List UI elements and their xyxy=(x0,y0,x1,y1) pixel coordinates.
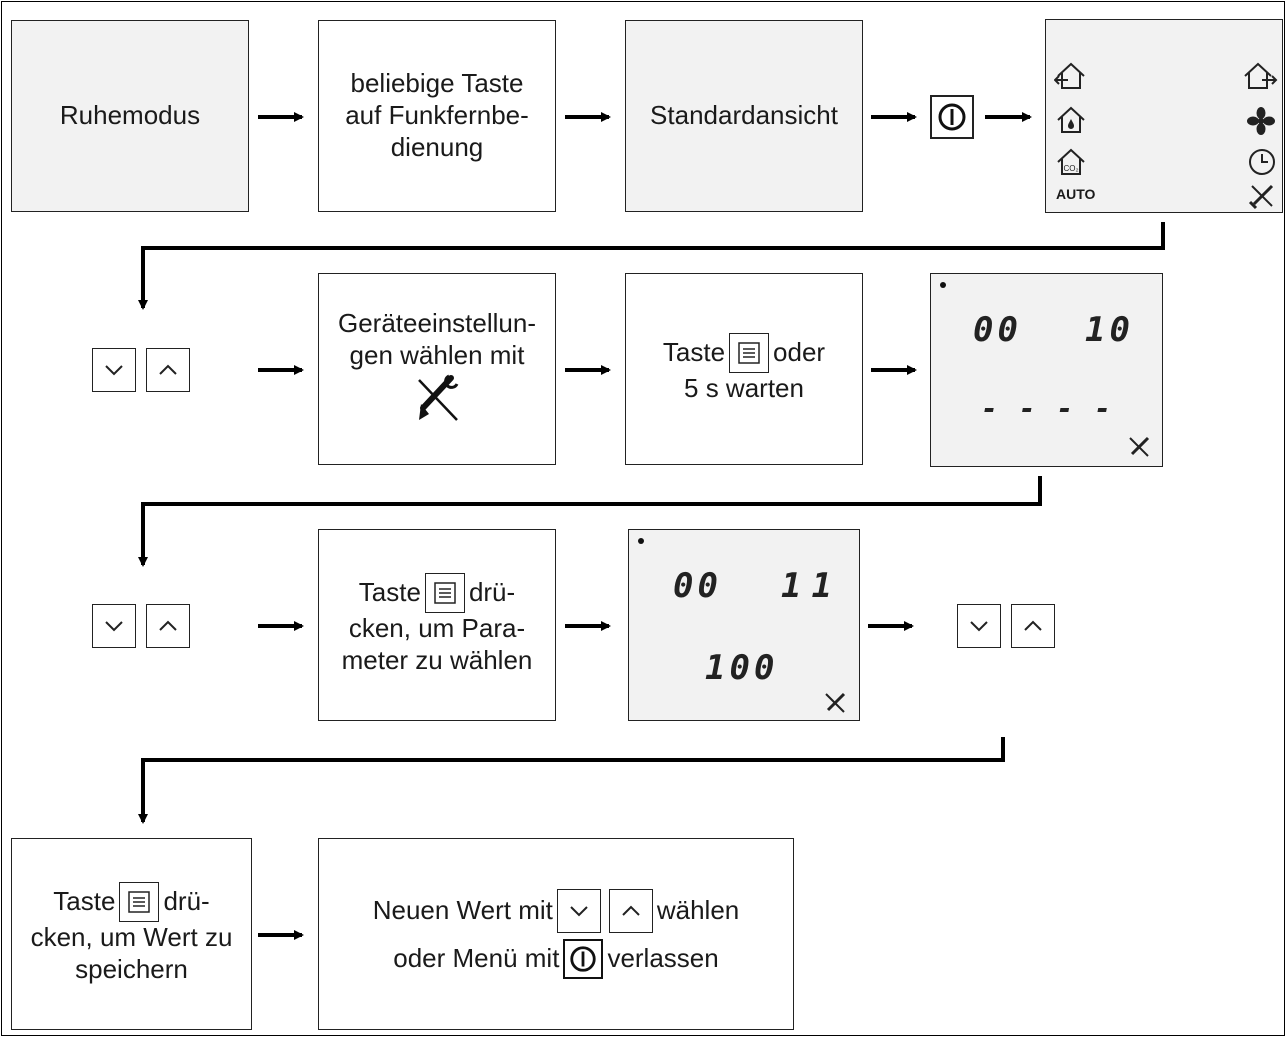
step-text: drü- xyxy=(468,577,516,608)
svg-text:CO₂: CO₂ xyxy=(1063,164,1078,173)
step-text: Neuen Wert mit xyxy=(372,895,553,926)
step-text: oder xyxy=(773,337,826,368)
house-supply-air-icon xyxy=(1054,62,1085,89)
step-line: dienung xyxy=(390,131,484,162)
indicator-dot xyxy=(638,538,644,544)
lcd-value: 100 xyxy=(705,648,779,688)
indicator-dot xyxy=(940,282,946,288)
down-button[interactable] xyxy=(92,348,136,392)
lcd-display-2: 00 11 100 xyxy=(628,529,860,721)
power-button[interactable] xyxy=(930,95,974,139)
menu-button[interactable] xyxy=(424,573,465,614)
step-line: cken, um Para- xyxy=(348,613,526,644)
chevron-up-icon xyxy=(622,905,640,916)
step-standardansicht: Standardansicht xyxy=(625,20,863,212)
power-button-icon xyxy=(938,103,966,131)
wrench-screwdriver-icon xyxy=(1248,184,1274,210)
wrench-screwdriver-icon xyxy=(825,692,846,713)
step-line: beliebige Taste xyxy=(350,68,524,99)
lcd-value: 00 xyxy=(973,310,1022,350)
chevron-down-icon xyxy=(105,365,123,376)
power-button-icon xyxy=(570,946,597,972)
step-taste-speichern: Taste drü- cken, um Wert zu speichern xyxy=(11,838,252,1030)
step-line: Geräteeinstellun- xyxy=(338,308,536,339)
step-taste-fernbedienung: beliebige Taste auf Funkfernbe- dienung xyxy=(318,20,556,212)
step-line: 5 s warten xyxy=(684,373,804,404)
house-humidity-icon xyxy=(1057,106,1085,133)
chevron-up-icon xyxy=(1024,620,1042,631)
menu-button[interactable] xyxy=(119,882,160,923)
house-exhaust-air-icon xyxy=(1244,62,1278,89)
up-button[interactable] xyxy=(1011,604,1055,648)
connector-3 xyxy=(138,737,1005,824)
menu-button-icon xyxy=(128,891,151,914)
step-standardansicht-label: Standardansicht xyxy=(650,100,838,131)
home-screen-display: CO₂ AUTO xyxy=(1045,19,1283,213)
house-co2-icon: CO₂ xyxy=(1057,148,1085,175)
step-text: drü- xyxy=(163,886,210,917)
chevron-down-icon xyxy=(970,621,988,632)
chevron-down-icon xyxy=(105,621,123,632)
menu-button-icon xyxy=(738,342,760,364)
step-line: gen wählen mit xyxy=(349,340,525,370)
step-text: verlassen xyxy=(607,943,719,974)
lcd-value: 10 xyxy=(1085,310,1134,350)
step-taste-parameter: Taste drü- cken, um Para- meter zu wähle… xyxy=(318,529,556,721)
down-button[interactable] xyxy=(92,604,136,648)
step-line: meter zu wählen xyxy=(341,645,533,675)
up-button[interactable] xyxy=(146,348,190,392)
connector-1 xyxy=(138,222,1165,310)
chevron-up-icon xyxy=(159,364,177,375)
step-text: wählen xyxy=(656,895,740,926)
clock-icon xyxy=(1249,149,1275,175)
wrench-screwdriver-icon xyxy=(1129,436,1150,457)
fan-icon xyxy=(1247,107,1275,135)
step-ruhemodus-label: Ruhemodus xyxy=(59,100,201,131)
chevron-up-icon xyxy=(159,620,177,631)
connector-2 xyxy=(138,476,1042,567)
step-text: Taste xyxy=(53,886,116,917)
step-text: Taste xyxy=(662,337,726,368)
step-text: Taste xyxy=(358,577,421,608)
down-button[interactable] xyxy=(957,604,1001,648)
step-line: cken, um Wert zu xyxy=(30,922,233,953)
chevron-down-icon xyxy=(570,906,588,917)
step-neuer-wert: Neuen Wert mit wählen oder Menü mit verl… xyxy=(318,838,794,1030)
up-button[interactable] xyxy=(608,889,653,933)
lcd-display-1: 00 10 - - - - xyxy=(930,273,1163,467)
step-ruhemodus: Ruhemodus xyxy=(11,20,249,212)
lcd-value: 11 xyxy=(781,566,842,606)
wrench-screwdriver-icon xyxy=(418,374,459,421)
up-button[interactable] xyxy=(146,604,190,648)
lcd-value: 00 xyxy=(673,566,722,606)
step-taste-warten: Taste oder 5 s warten xyxy=(625,273,863,465)
step-geraeteeinstellungen: Geräteeinstellun- gen wählen mit xyxy=(318,273,556,465)
lcd-value: - - - - xyxy=(981,392,1114,425)
menu-button[interactable] xyxy=(729,333,770,374)
auto-label: AUTO xyxy=(1056,186,1096,202)
power-button[interactable] xyxy=(563,939,604,979)
step-text: oder Menü mit xyxy=(393,943,560,974)
step-line: auf Funkfernbe- xyxy=(345,100,529,131)
down-button[interactable] xyxy=(556,889,601,933)
menu-button-icon xyxy=(434,582,456,605)
step-line: speichern xyxy=(75,954,188,984)
